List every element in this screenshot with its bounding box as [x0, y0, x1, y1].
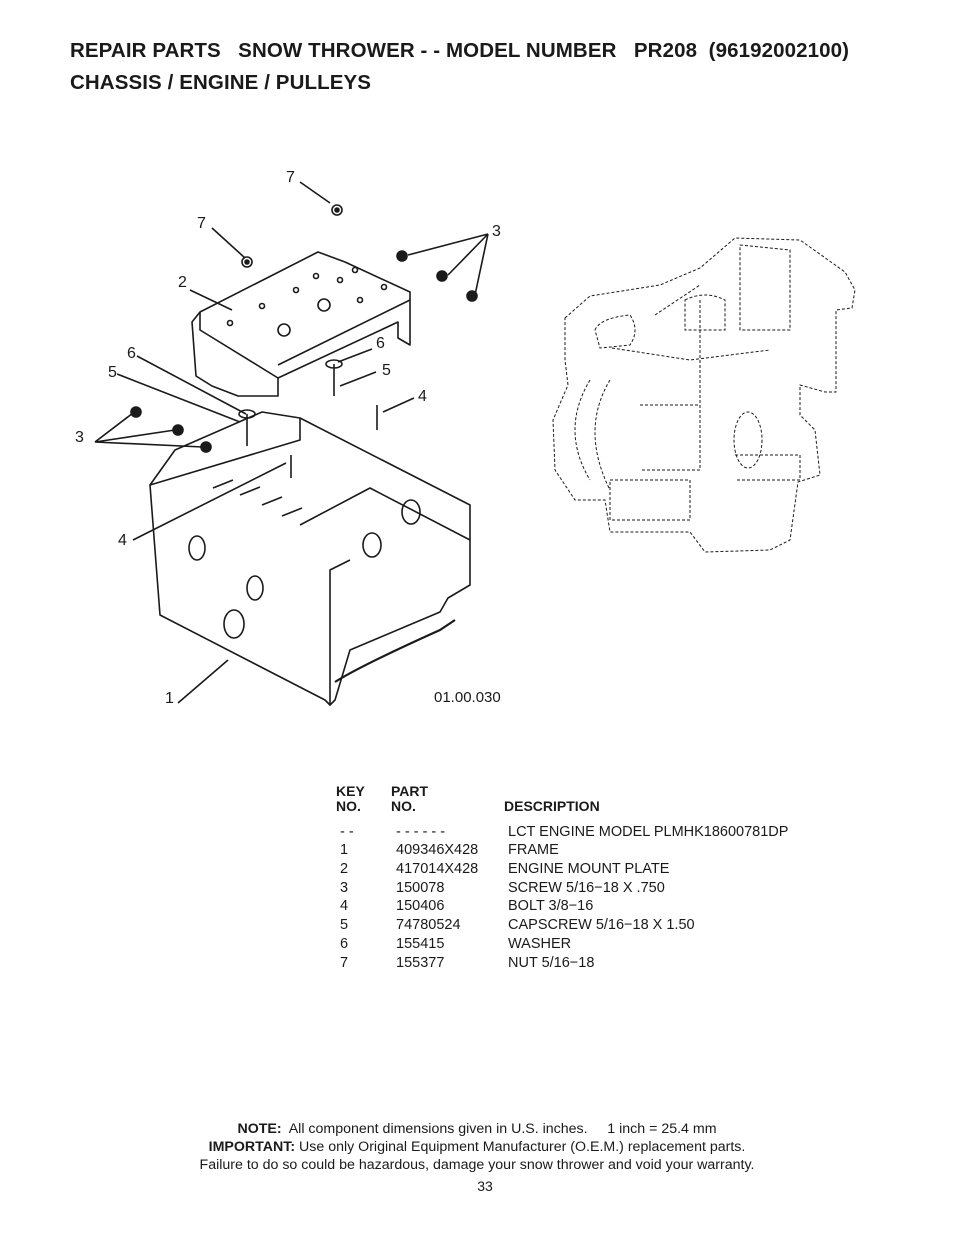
- part-cell: 417014X428: [396, 861, 479, 877]
- callout-3a: 3: [492, 223, 501, 240]
- key-cell: 6: [340, 936, 349, 952]
- part-cell: 409346X428: [396, 842, 479, 858]
- callout-7a: 7: [286, 169, 295, 186]
- callout-6a: 6: [127, 345, 136, 362]
- engine-outline: [552, 237, 856, 553]
- callout-3b: 3: [75, 429, 84, 446]
- table-row: 3 150078 SCREW 5/16−18 X .750: [0, 880, 665, 899]
- description-cell: LCT ENGINE MODEL PLMHK18600781DP: [508, 824, 789, 840]
- header-part-2: NO.: [391, 798, 416, 814]
- important-text: Use only Original Equipment Manufacturer…: [295, 1139, 746, 1155]
- description-cell: WASHER: [508, 936, 572, 952]
- engine-mount-plate: [191, 251, 411, 397]
- description-cell: FRAME: [508, 842, 559, 858]
- part-cell: 155377: [396, 955, 445, 971]
- screw-part-3: [130, 250, 478, 453]
- key-cell: 2: [340, 861, 349, 877]
- callout-2: 2: [178, 274, 187, 291]
- description-cell: NUT 5/16−18: [508, 955, 595, 971]
- key-cell: 5: [340, 917, 349, 933]
- description-cell: CAPSCREW 5/16−18 X 1.50: [508, 917, 695, 933]
- note-label: NOTE:: [237, 1121, 282, 1137]
- note-line: NOTE: All component dimensions given in …: [0, 1121, 954, 1137]
- table-row: 7 155377 NUT 5/16−18: [0, 955, 594, 974]
- important-label: IMPORTANT:: [208, 1139, 296, 1155]
- header-part-1: PART: [391, 783, 429, 799]
- table-row: 5 74780524 CAPSCREW 5/16−18 X 1.50: [0, 917, 695, 936]
- callout-4b: 4: [118, 532, 127, 549]
- callout-5b: 5: [382, 362, 391, 379]
- description-cell: BOLT 3/8−16: [508, 898, 594, 914]
- callout-5a: 5: [108, 364, 117, 381]
- callout-1: 1: [165, 690, 174, 707]
- header-key-1: KEY: [336, 783, 365, 799]
- table-row: 1 409346X428 FRAME: [0, 842, 559, 861]
- description-cell: SCREW 5/16−18 X .750: [508, 880, 665, 896]
- key-cell: 4: [340, 898, 349, 914]
- page-title: REPAIR PARTS SNOW THROWER - - MODEL NUMB…: [70, 39, 850, 62]
- nut-part-7b: [241, 256, 253, 268]
- part-cell: 74780524: [396, 917, 461, 933]
- part-cell: 150406: [396, 898, 445, 914]
- diagram-reference: 01.00.030: [434, 689, 501, 706]
- warning-line: Failure to do so could be hazardous, dam…: [199, 1157, 755, 1173]
- diagram-drawing: [94, 181, 856, 706]
- page-subtitle: CHASSIS / ENGINE / PULLEYS: [70, 71, 372, 94]
- header-key-2: NO.: [336, 798, 361, 814]
- description-cell: ENGINE MOUNT PLATE: [508, 861, 670, 877]
- callout-4a: 4: [418, 388, 427, 405]
- important-line: IMPORTANT: Use only Original Equipment M…: [0, 1139, 954, 1155]
- callout-7b: 7: [197, 215, 206, 232]
- page-number: 33: [477, 1178, 493, 1194]
- part-cell: - - - - - -: [396, 824, 446, 840]
- callout-6b: 6: [376, 335, 385, 352]
- table-row: 2 417014X428 ENGINE MOUNT PLATE: [0, 861, 669, 880]
- nut-part-7a: [331, 204, 343, 216]
- table-row: 4 150406 BOLT 3/8−16: [0, 898, 593, 917]
- note-text: All component dimensions given in U.S. i…: [281, 1121, 717, 1137]
- key-cell: 1: [340, 842, 349, 858]
- key-cell: 3: [340, 880, 349, 896]
- table-row: 6 155415 WASHER: [0, 936, 571, 955]
- frame: [149, 411, 471, 706]
- key-cell: 7: [340, 955, 349, 971]
- parts-diagram: 7 7 3 2 6 6 5 5 4 3 4 1 01.00.030: [0, 150, 954, 750]
- part-cell: 150078: [396, 880, 445, 896]
- table-row: - - - - - - - - LCT ENGINE MODEL PLMHK18…: [0, 824, 788, 843]
- header-description: DESCRIPTION: [504, 798, 600, 814]
- part-cell: 155415: [396, 936, 445, 952]
- key-cell: - -: [340, 824, 354, 840]
